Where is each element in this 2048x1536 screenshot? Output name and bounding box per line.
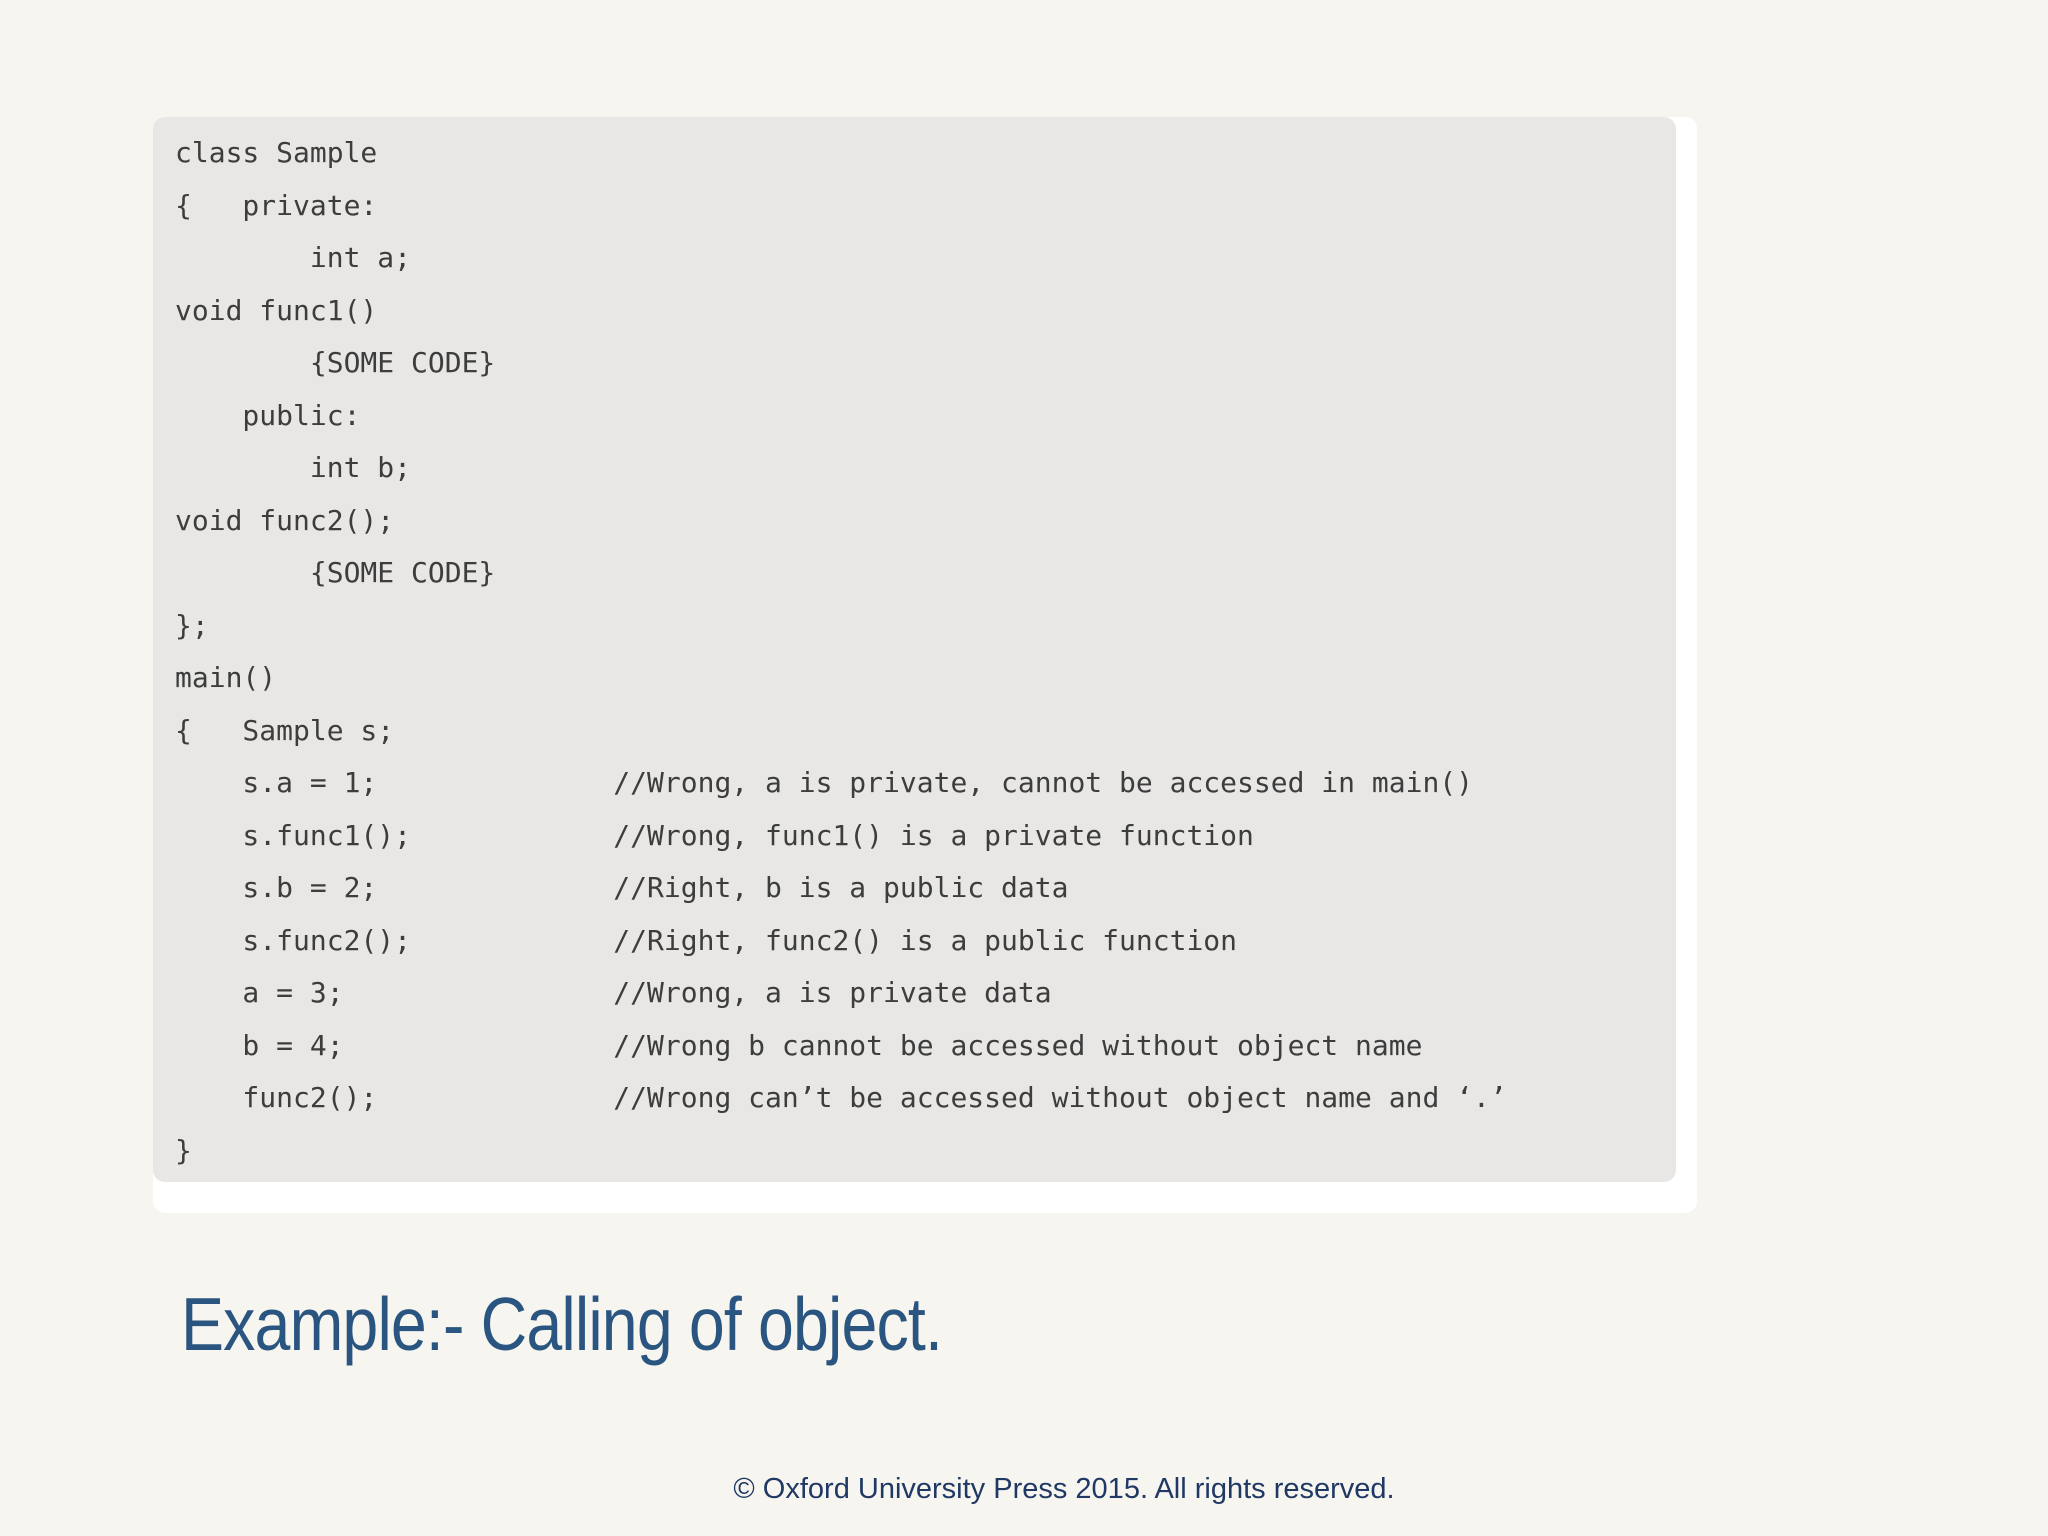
code-listing: class Sample { private: int a; void func… bbox=[153, 117, 1676, 1182]
code-example-card: class Sample { private: int a; void func… bbox=[153, 117, 1697, 1213]
page-title: Example:- Calling of object. bbox=[181, 1282, 943, 1366]
copyright-footer: © Oxford University Press 2015. All righ… bbox=[733, 1473, 1395, 1505]
